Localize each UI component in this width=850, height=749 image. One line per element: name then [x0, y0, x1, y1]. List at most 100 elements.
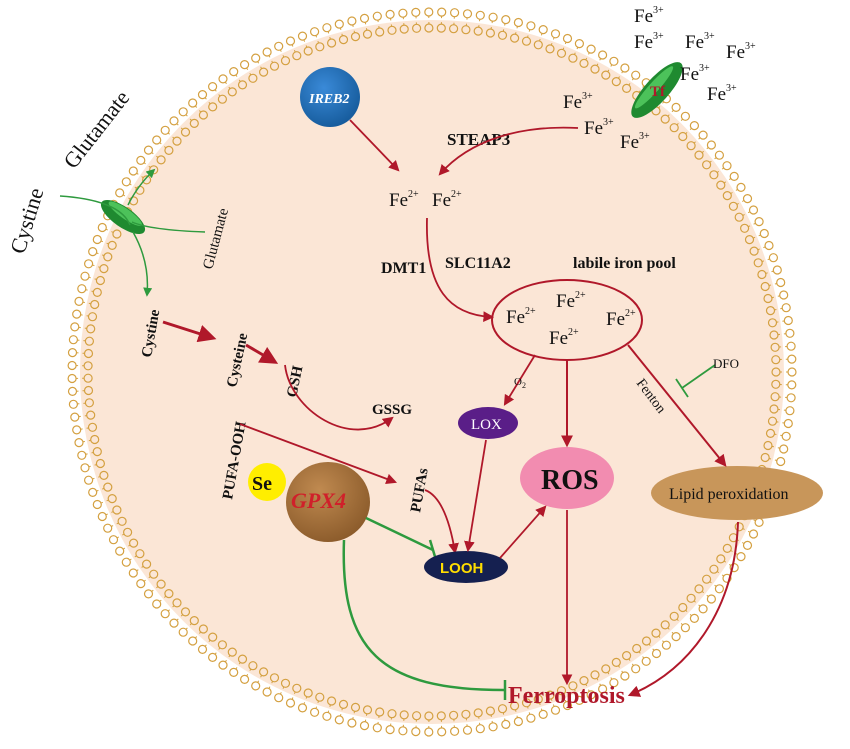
- membrane-head: [67, 360, 77, 371]
- membrane-tail: [753, 519, 756, 522]
- membrane-head: [135, 549, 145, 559]
- membrane-head: [488, 12, 498, 22]
- membrane-tail: [735, 188, 738, 191]
- membrane-tail: [562, 694, 565, 697]
- membrane-head: [568, 681, 578, 691]
- arrow-ireb2-to-fe2: [349, 119, 400, 172]
- membrane-tail: [218, 647, 221, 650]
- membrane-tail: [728, 178, 732, 181]
- membrane-head: [533, 694, 543, 704]
- membrane-head: [285, 36, 296, 46]
- membrane-tail: [768, 458, 772, 460]
- membrane-tail: [129, 558, 132, 561]
- membrane-tail: [143, 579, 146, 582]
- membrane-tail: [156, 586, 159, 589]
- membrane-head: [694, 584, 704, 594]
- membrane-head: [327, 696, 337, 706]
- membrane-tail: [631, 78, 634, 81]
- membrane-tail: [539, 38, 541, 42]
- membrane-tail: [88, 465, 91, 468]
- membrane-tail: [293, 691, 296, 695]
- membrane-head: [759, 228, 769, 239]
- membrane-head: [686, 141, 696, 151]
- membrane-tail: [163, 595, 167, 598]
- membrane-head: [701, 160, 712, 170]
- membrane-head: [338, 699, 349, 710]
- membrane-tail: [122, 194, 126, 197]
- membrane-head: [631, 70, 641, 80]
- o2-text: O: [514, 376, 522, 388]
- membrane-head: [269, 673, 280, 683]
- tf-label: Tf: [650, 84, 666, 100]
- membrane-tail: [100, 501, 104, 504]
- fe3-ion: Fe3+: [707, 83, 737, 105]
- membrane-head: [315, 42, 325, 52]
- membrane-head: [660, 114, 670, 124]
- membrane-head: [767, 318, 778, 328]
- membrane-head: [769, 404, 779, 414]
- membrane-head: [785, 406, 795, 416]
- membrane-head: [734, 212, 744, 222]
- membrane-tail: [176, 123, 179, 126]
- arrow-cysteine-to-gsh: [245, 343, 279, 364]
- membrane-tail: [758, 234, 761, 237]
- membrane-tail: [621, 670, 624, 673]
- membrane-head: [262, 687, 272, 697]
- membrane-head: [197, 89, 208, 100]
- membrane-head: [334, 19, 344, 29]
- membrane-tail: [671, 109, 674, 113]
- arrow-cystine-in: [132, 231, 153, 297]
- membrane-head: [669, 611, 679, 621]
- membrane-tail: [92, 264, 95, 267]
- membrane-tail: [765, 272, 768, 274]
- membrane-head: [716, 554, 726, 564]
- membrane-head: [781, 303, 791, 313]
- membrane-tail: [576, 46, 579, 50]
- membrane-head: [217, 640, 227, 650]
- membrane-head: [218, 660, 228, 670]
- membrane-tail: [638, 651, 641, 654]
- looh-node: [424, 551, 508, 583]
- membrane-head: [251, 53, 261, 63]
- membrane-head: [303, 46, 313, 56]
- membrane-head: [229, 66, 239, 77]
- membrane-head: [188, 636, 198, 646]
- membrane-tail: [689, 613, 692, 617]
- membrane-head: [660, 620, 670, 630]
- membrane-tail: [106, 499, 109, 502]
- membrane-head: [787, 367, 797, 377]
- membrane-head: [621, 650, 632, 661]
- membrane-tail: [550, 698, 553, 701]
- membrane-tail: [228, 655, 231, 658]
- membrane-tail: [180, 127, 183, 130]
- membrane-head: [706, 140, 717, 150]
- membrane-head: [689, 613, 700, 624]
- arrow-glutamate-out: [127, 168, 156, 206]
- membrane-tail: [195, 636, 198, 639]
- membrane-head: [68, 399, 79, 409]
- membrane-tail: [329, 704, 331, 707]
- membrane-tail: [317, 40, 319, 44]
- membrane-tail: [676, 123, 679, 126]
- membrane-head: [521, 36, 532, 46]
- membrane-tail: [742, 528, 745, 530]
- membrane-head: [786, 341, 796, 351]
- membrane-tail: [189, 118, 192, 121]
- membrane-tail: [588, 689, 590, 692]
- pool-fe2-ion: Fe2+: [549, 327, 579, 349]
- membrane-tail: [339, 713, 342, 717]
- membrane-head: [473, 708, 483, 718]
- membrane-tail: [291, 44, 294, 47]
- membrane-head: [709, 170, 719, 180]
- membrane-head: [424, 727, 434, 737]
- membrane-head: [736, 551, 746, 562]
- arrow-pool-to-lipid: [627, 344, 727, 467]
- membrane-tail: [574, 52, 576, 55]
- arrow-fe2-to-pool: [426, 217, 495, 322]
- membrane-head: [722, 161, 732, 171]
- dmt1-label: DMT1: [381, 260, 426, 277]
- membrane-head: [68, 335, 79, 345]
- gssg-label: GSSG: [372, 402, 412, 418]
- arrow-lox-to-looh: [464, 439, 487, 553]
- membrane-head: [776, 277, 786, 288]
